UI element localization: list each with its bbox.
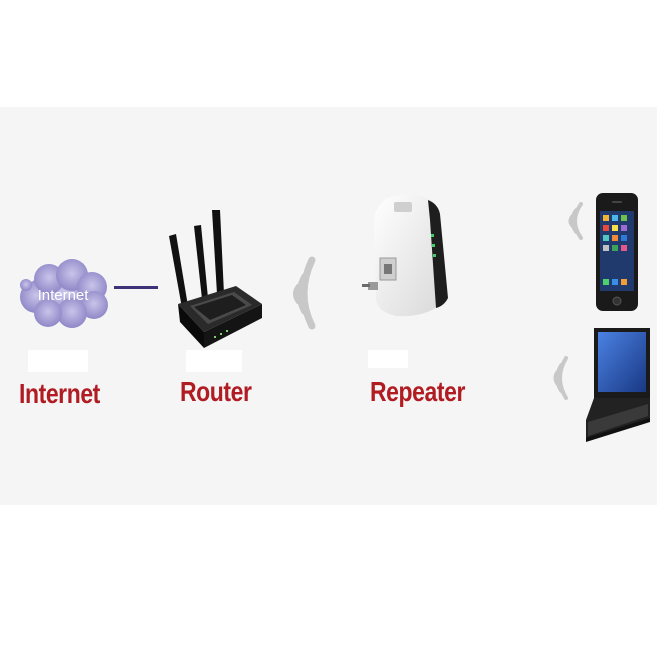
router-label: Router (180, 376, 252, 407)
wifi-signal-icon (564, 200, 586, 242)
label-backdrop (368, 350, 408, 368)
label-backdrop (186, 350, 242, 372)
wifi-signal-icon (549, 354, 571, 402)
cloud-text: Internet (38, 287, 90, 304)
router-icon (164, 208, 268, 360)
wifi-signal-icon (286, 250, 326, 332)
diagram-panel (0, 107, 657, 505)
repeater-icon (358, 190, 450, 330)
cloud-icon: Internet (14, 255, 114, 331)
link-line (114, 285, 160, 291)
repeater-label: Repeater (370, 376, 465, 407)
laptop-icon (584, 328, 654, 442)
label-backdrop (28, 350, 88, 372)
internet-label: Internet (19, 378, 100, 409)
smartphone-icon (594, 193, 640, 313)
